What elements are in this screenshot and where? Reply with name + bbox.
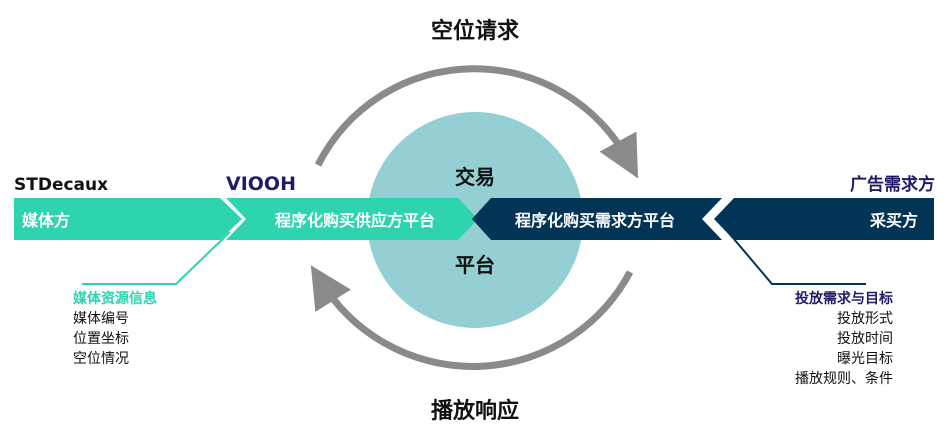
center-label-1: 交易: [455, 165, 495, 189]
advertiser-title: 广告需求方: [850, 174, 935, 195]
ssp-band-label: 程序化购买供应方平台: [275, 211, 435, 230]
dsp-band: [472, 198, 722, 240]
media-info-item: 空位情况: [73, 351, 129, 367]
buyer-info-item: 投放时间: [837, 331, 893, 347]
media-info-item: 媒体编号: [73, 311, 129, 327]
buyer-info-item: 播放规则、条件: [795, 370, 893, 387]
buyer-band-label: 采买方: [869, 211, 918, 230]
buyer-info-title: 投放需求与目标: [795, 290, 893, 307]
stdecaux-logo: STDecaux: [14, 175, 108, 195]
buyer-info-item: 曝光目标: [837, 351, 893, 367]
viooh-logo: VIOOH: [226, 173, 296, 195]
buyer-info-item: 投放形式: [837, 311, 893, 327]
media-connector: [82, 231, 231, 285]
dsp-band-label: 程序化购买需求方平台: [515, 211, 675, 230]
response-label: 播放响应: [431, 398, 519, 424]
media-band: [14, 198, 242, 240]
media-info-item: 位置坐标: [73, 331, 129, 347]
ssp-band: [226, 198, 478, 240]
center-label-2: 平台: [455, 253, 495, 277]
request-label: 空位请求: [431, 18, 519, 44]
buyer-band: [714, 198, 934, 240]
media-info-title: 媒体资源信息: [72, 290, 157, 307]
buyer-connector: [727, 231, 866, 285]
request-arrow: [314, 65, 639, 179]
media-band-label: 媒体方: [22, 211, 70, 230]
response-arrow: [310, 265, 634, 370]
